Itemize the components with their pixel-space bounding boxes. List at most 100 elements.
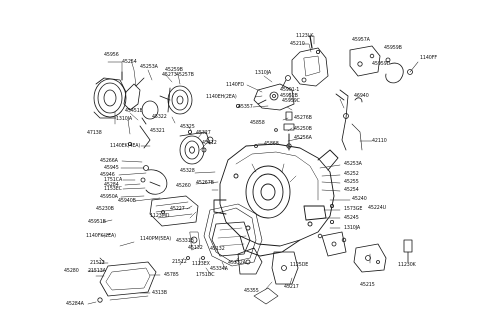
brake-band [139,100,159,149]
part-label[interactable]: 45284 [104,182,119,188]
side-cover [321,231,347,257]
part-label[interactable]: 1123LK [296,33,314,39]
part-label[interactable]: 45240 [352,196,367,202]
part-label[interactable]: 45950A [100,194,118,200]
oil-pump-housing [93,71,127,119]
upper-mount-bracket [291,35,329,87]
part-label[interactable]: 1310JA [344,225,361,231]
part-label[interactable]: 45253A [344,161,362,167]
part-label[interactable]: 45946 [100,172,115,178]
bolt-1123 [403,239,413,263]
part-label[interactable]: 11230K [398,262,416,268]
clutch-drum [159,85,193,115]
part-label[interactable]: 1153EC [104,186,122,192]
part-label[interactable]: 45132 [188,245,203,251]
part-label[interactable]: 1573GE [344,206,363,212]
part-label[interactable]: 45940B [118,198,136,204]
leader-lines [87,35,373,305]
part-label[interactable]: 45210 [290,41,305,47]
part-label[interactable]: 45959D [372,61,391,67]
part-label[interactable]: 45612 [202,140,217,146]
governor-assembly [253,75,295,111]
part-label[interactable]: 45250B [294,126,312,132]
part-label[interactable]: 45959C [282,98,300,104]
part-label[interactable]: 1140PM(5EA) [140,236,172,242]
part-label[interactable]: 45959B [384,45,402,51]
part-label[interactable]: 42110 [372,138,387,144]
part-label[interactable]: 45227 [170,206,185,212]
part-label[interactable]: 45858 [250,120,265,126]
part-label[interactable]: 45785 [164,272,179,278]
part-label[interactable]: 45276B [294,115,312,121]
case-gasket [203,203,263,267]
part-label[interactable]: 4313B [152,290,167,296]
part-label[interactable]: 1140FD [226,82,244,88]
part-label[interactable]: 45332A [228,260,246,266]
part-label[interactable]: 45945 [104,165,119,171]
shift-lever-assembly [335,89,363,151]
part-label[interactable]: 45322 [152,114,167,120]
oil-filter [211,221,251,257]
part-label[interactable]: 45255 [344,179,359,185]
part-label[interactable]: 45451B [125,108,143,114]
part-label[interactable]: 45334A [210,266,228,272]
part-label[interactable]: 21513A [88,268,106,274]
part-label[interactable]: 1140FF [420,55,438,61]
mount-bracket-right [353,243,387,273]
part-label[interactable]: 45245 [344,215,359,221]
wiring-harness [140,165,201,251]
part-label[interactable]: 45321 [150,128,165,134]
part-label[interactable]: 45284A [66,301,84,307]
part-label[interactable]: 45253A [140,64,158,70]
part-label[interactable]: 1140EH(2EA) [206,94,237,100]
planetary-gearset [179,131,214,165]
part-label[interactable]: 45331B [176,238,194,244]
part-label[interactable]: 21512 [172,259,187,265]
part-label[interactable]: 45254 [344,187,359,193]
part-label[interactable]: 45956 [104,52,119,58]
part-label[interactable]: 45951B [88,219,106,225]
part-label[interactable]: 45266A [100,158,118,164]
part-label[interactable]: 45901-1 [280,87,300,93]
transmission-case [213,143,339,257]
part-label[interactable]: 45230B [96,206,114,212]
part-label[interactable]: 1140EK(4EA) [110,143,141,149]
part-label[interactable]: 45280 [64,268,79,274]
part-label[interactable]: 45957A [352,37,370,43]
part-label[interactable]: 45868 [264,141,279,147]
part-label[interactable]: 45215 [360,282,375,288]
part-label[interactable]: 45267B [196,180,214,186]
part-label[interactable]: 45355 [244,288,259,294]
part-label[interactable]: 45252 [344,171,359,177]
part-label[interactable]: 46940 [354,93,369,99]
part-label[interactable]: 21512 [90,260,105,266]
part-label[interactable]: 45328 [180,168,195,174]
part-label[interactable]: 45260 [176,183,191,189]
part-label[interactable]: 45357 [238,104,253,110]
part-label[interactable]: 45327 [196,130,211,136]
part-label[interactable]: 1751CA [104,177,123,183]
part-label[interactable]: 1310JA [255,70,272,76]
part-label[interactable]: 45257B [176,72,194,78]
part-label[interactable]: 1751DC [196,272,215,278]
part-label[interactable]: 45224U [368,205,387,211]
part-label[interactable]: 45273 [162,72,177,78]
part-label[interactable]: 45217 [284,284,299,290]
part-label[interactable]: 1140FK(2EA) [86,233,116,239]
part-label[interactable]: 45259B [165,67,183,73]
bottom-center-brackets [237,247,299,305]
part-label[interactable]: 1310JA [116,116,133,122]
part-label[interactable]: 47138 [87,130,102,136]
part-label[interactable]: 45132 [210,246,225,252]
part-label[interactable]: 45256A [294,135,312,141]
part-label[interactable]: 45254 [122,59,137,65]
part-label[interactable]: 45952B [280,93,298,99]
input-drum [123,77,145,111]
part-label[interactable]: 1123EX [192,261,210,267]
oil-pan [95,257,157,303]
part-label[interactable]: 1125DE [290,262,309,268]
part-label[interactable]: 1123MD [150,213,170,219]
part-label[interactable]: 45325 [180,124,195,130]
